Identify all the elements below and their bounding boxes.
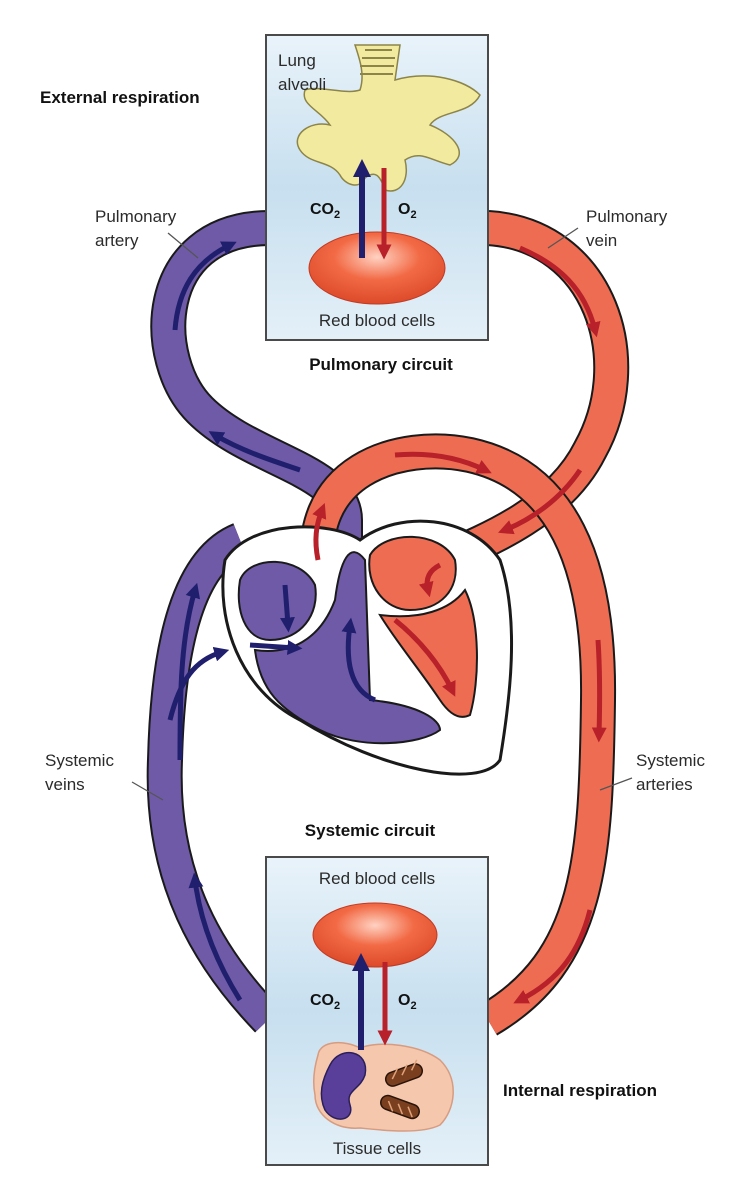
right-atrium bbox=[237, 560, 317, 642]
pulmonary-artery-label-line1: Pulmonary bbox=[95, 207, 177, 226]
lung-alveoli-label-line1: Lung bbox=[278, 51, 316, 70]
lung-panel: Lung alveoli CO2 O2 Red blood cells bbox=[265, 34, 489, 341]
o2-label-top: O2 bbox=[398, 201, 417, 221]
red-blood-cell-top bbox=[308, 231, 446, 305]
systemic-veins-label-line1: Systemic bbox=[45, 751, 114, 770]
red-blood-cell-bottom bbox=[312, 902, 438, 968]
red-blood-cells-label-top: Red blood cells bbox=[319, 311, 435, 330]
nucleus-shape bbox=[320, 1051, 367, 1120]
systemic-circuit-label: Systemic circuit bbox=[305, 821, 436, 840]
systemic-veins-label-line2: veins bbox=[45, 775, 85, 794]
external-respiration-label: External respiration bbox=[40, 88, 200, 107]
pulmonary-circuit-label: Pulmonary circuit bbox=[309, 355, 453, 374]
mitochondria bbox=[380, 1059, 424, 1120]
tissue-cells-label: Tissue cells bbox=[333, 1139, 421, 1158]
pulmonary-vein-label-line1: Pulmonary bbox=[586, 207, 668, 226]
vessel-flow-arrows bbox=[167, 241, 607, 1004]
lung-alveoli-label-line2: alveoli bbox=[278, 75, 326, 94]
systemic-arteries-label-line2: arteries bbox=[636, 775, 693, 794]
leader-lines bbox=[131, 227, 633, 801]
red-blood-cells-label-bottom: Red blood cells bbox=[319, 869, 435, 888]
lung-alveoli-shape bbox=[296, 44, 481, 192]
co2-label-top: CO2 bbox=[310, 201, 340, 221]
co2-label-bottom: CO2 bbox=[310, 992, 340, 1012]
internal-respiration-label: Internal respiration bbox=[503, 1081, 657, 1100]
heart bbox=[221, 519, 514, 776]
tissue-panel: Red blood cells CO2 O2 Tissue cells bbox=[265, 856, 489, 1166]
left-atrium bbox=[368, 535, 457, 612]
pulmonary-artery-label-line2: artery bbox=[95, 231, 139, 250]
systemic-arteries-label-line1: Systemic bbox=[636, 751, 705, 770]
pulmonary-vein-label-line2: vein bbox=[586, 231, 617, 250]
o2-label-bottom: O2 bbox=[398, 992, 417, 1012]
